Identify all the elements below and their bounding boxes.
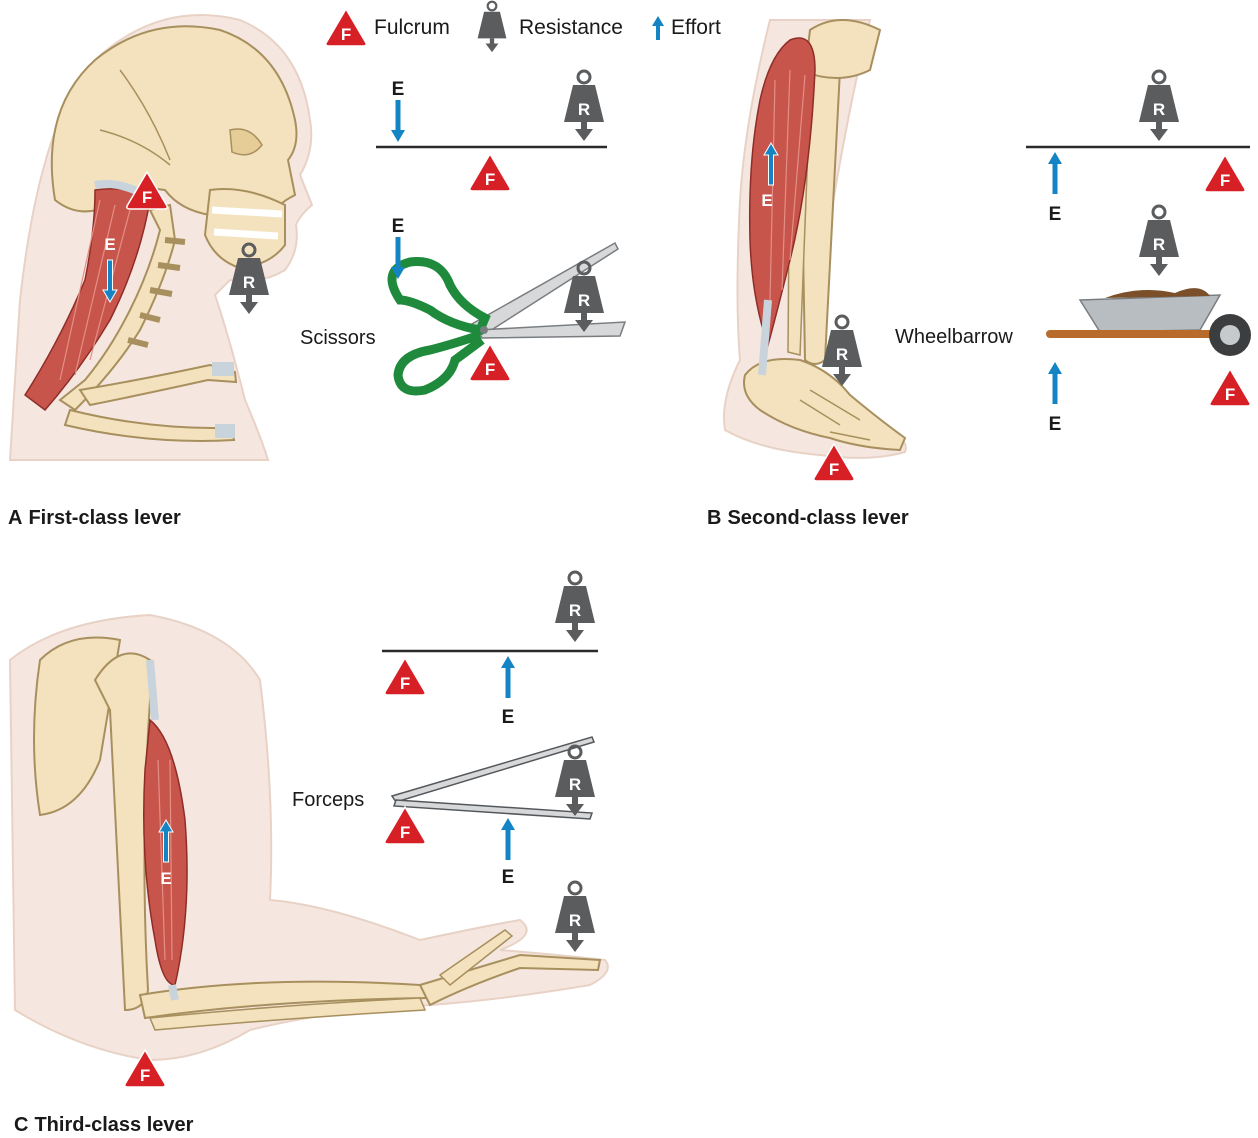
panel-c-caption: C Third-class lever <box>14 1114 193 1137</box>
svg-text:E: E <box>1049 204 1062 225</box>
panel-c-lever-diagram: E <box>382 572 598 728</box>
panel-c-letter: C <box>14 1114 28 1136</box>
panel-b-caption: B Second-class lever <box>707 507 909 530</box>
panel-a-title: First-class lever <box>28 507 180 529</box>
forceps-label: Forceps <box>292 789 364 812</box>
panel-a-illustration: E <box>10 15 312 460</box>
wheelbarrow-label: Wheelbarrow <box>895 326 1013 349</box>
svg-text:E: E <box>761 191 772 210</box>
svg-text:E: E <box>104 235 115 254</box>
legend-fulcrum-icon <box>326 9 366 46</box>
panel-b-lever-diagram: E <box>1026 71 1250 225</box>
svg-text:E: E <box>392 79 405 100</box>
legend-resistance-icon <box>478 2 507 52</box>
forceps-illustration: E <box>385 737 595 888</box>
legend-fulcrum-label: Fulcrum <box>374 16 450 40</box>
panel-a-letter: A <box>8 507 22 529</box>
svg-text:E: E <box>392 216 405 237</box>
panel-c-illustration: E <box>10 615 608 1087</box>
wheelbarrow-illustration: E <box>1048 206 1251 435</box>
svg-text:E: E <box>502 867 515 888</box>
scissors-illustration: E <box>391 216 625 391</box>
svg-text:E: E <box>502 707 515 728</box>
legend-resistance-label: Resistance <box>519 16 623 40</box>
legend-effort-label: Effort <box>671 16 721 40</box>
panel-c-title: Third-class lever <box>34 1114 193 1136</box>
scissors-label: Scissors <box>300 327 376 350</box>
panel-b-letter: B <box>707 507 721 529</box>
panel-a-caption: A First-class lever <box>8 507 181 530</box>
svg-text:E: E <box>160 869 171 888</box>
panel-b-illustration: E <box>724 20 906 481</box>
svg-text:E: E <box>1049 414 1062 435</box>
legend-effort-icon <box>652 16 664 40</box>
panel-b-title: Second-class lever <box>727 507 908 529</box>
panel-a-lever-diagram: E <box>376 71 607 191</box>
